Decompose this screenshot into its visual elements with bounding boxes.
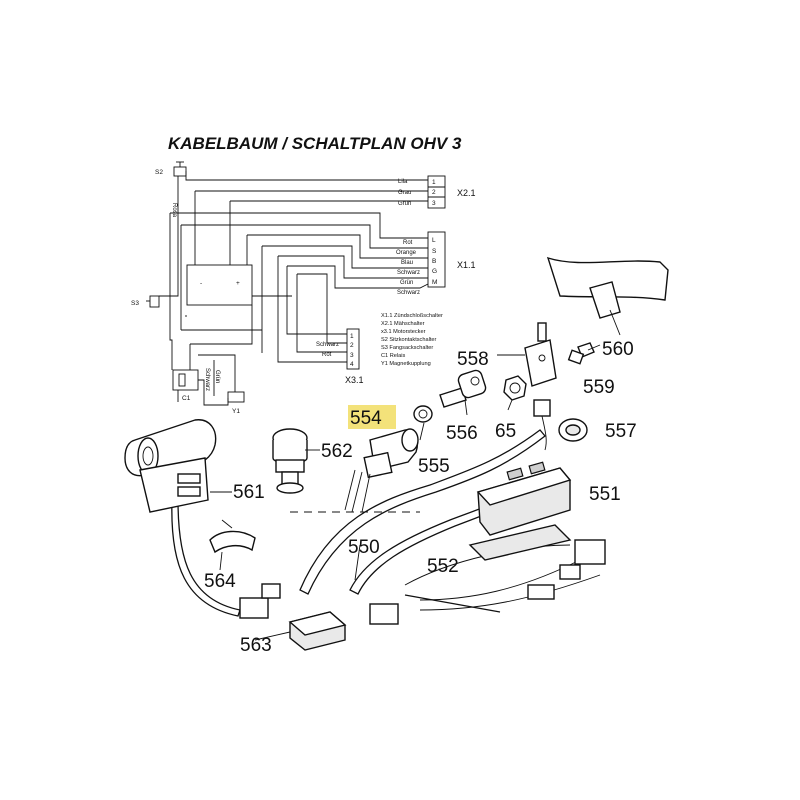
x31-pin-4: 4	[350, 361, 354, 368]
wire-label-gruen-2: Grün	[400, 280, 413, 286]
part-label-557: 557	[605, 421, 637, 442]
c1-label: C1	[182, 395, 191, 402]
diagram-title: KABELBAUM / SCHALTPLAN OHV 3	[168, 134, 462, 153]
x31-pin-2: 2	[350, 342, 354, 349]
x21-connector: 1 2 3 X2.1 Lila Grau Grün	[398, 175, 476, 209]
battery-plus: +	[236, 280, 240, 287]
battery: - +	[186, 264, 253, 306]
wire-label-lila: Lila	[398, 179, 408, 185]
x11-label: X1.1	[457, 260, 476, 270]
part-relay-connectors	[527, 539, 606, 600]
wire-label-x31-schwarz: Schwarz	[316, 342, 339, 348]
legend-item-4: S2 Sitzkontaktschalter	[381, 337, 436, 343]
part-label-550: 550	[348, 537, 380, 558]
part-label-562: 562	[321, 441, 353, 462]
s2-label: S2	[155, 169, 163, 176]
leader-lines	[210, 309, 621, 641]
part-555-nut	[413, 405, 433, 423]
part-label-564: 564	[204, 571, 236, 592]
x21-pin-2: 2	[432, 189, 436, 196]
wire-label-schwarz: Schwarz	[397, 270, 420, 276]
part-label-555: 555	[418, 456, 450, 477]
part-557-grommet	[558, 418, 588, 442]
wire-label-vert-schwarz: Schwarz	[204, 368, 210, 391]
part-561-plug	[124, 419, 217, 513]
y1-label: Y1	[232, 408, 240, 415]
legend-item-5: S3 Fangsackschalter	[381, 345, 433, 351]
x11-pin-m: M	[432, 279, 437, 286]
x21-pin-1: 1	[432, 179, 436, 186]
part-562-seat-switch	[272, 428, 308, 494]
x11-pin-g: G	[432, 268, 437, 275]
x11-pin-b: B	[432, 258, 436, 265]
x31-pin-1: 1	[350, 333, 354, 340]
x31-label: X3.1	[345, 375, 364, 385]
x21-pin-3: 3	[432, 200, 436, 207]
part-label-563: 563	[240, 635, 272, 656]
exploded-parts: 558 560 559 554 556 65 557 562 555 561 5…	[124, 256, 669, 656]
part-560-strap	[546, 256, 669, 319]
wire-label-gruen: Grün	[398, 201, 411, 207]
wire-label-x31-rot: Rot	[322, 352, 332, 358]
x11-pin-l: L	[432, 237, 436, 244]
wire-label-grau: Grau	[398, 190, 411, 196]
part-65-nut	[503, 375, 527, 401]
part-label-552: 552	[427, 556, 459, 577]
part-563-relay	[288, 611, 347, 651]
c1-relay: C1	[172, 369, 199, 402]
part-label-558: 558	[457, 349, 489, 370]
x11-connector: L S B G M X1.1 Rot Orange Blau Schwarz G…	[396, 231, 476, 296]
part-label-556: 556	[446, 423, 478, 444]
wire-label-orange: Orange	[396, 250, 417, 256]
wire-label-rot: Rot	[403, 240, 413, 246]
schematic-wires	[159, 171, 429, 406]
legend-item-2: X2.1 Mähschalter	[381, 321, 425, 327]
part-564-clip	[209, 519, 256, 554]
part-label-554: 554	[350, 408, 382, 429]
battery-minus: -	[200, 280, 202, 287]
part-label-65: 65	[495, 421, 516, 442]
part-552-plate	[468, 524, 572, 561]
schematic: S2 S3 1 2 3 X2.1 Lila Grau Grün L S B G	[131, 161, 476, 415]
legend-item-7: Y1 Magnetkupplung	[381, 361, 431, 367]
wire-label-vert-gruen: Grün	[214, 370, 220, 383]
legend-item-6: C1 Relais	[381, 353, 405, 359]
x21-label: X2.1	[457, 188, 476, 198]
part-label-559: 559	[583, 377, 615, 398]
part-label-561: 561	[233, 482, 265, 503]
y1-clutch: Y1	[227, 391, 245, 415]
part-554-highlight	[348, 405, 396, 429]
legend-item-1: X1.1 Zündschloßschalter	[381, 313, 443, 319]
part-551-module	[476, 461, 572, 536]
wire-label-blau: Blau	[401, 260, 413, 266]
part-plug-connector	[533, 399, 551, 451]
part-label-551: 551	[589, 484, 621, 505]
x31-connector: 1 2 3 4 X3.1 Schwarz Rot	[316, 328, 364, 385]
legend: X1.1 Zündschloßschalter X2.1 Mähschalter…	[381, 313, 443, 367]
s2-seat-switch: S2	[155, 161, 187, 177]
s3-label: S3	[131, 300, 139, 307]
part-554-ignition-switch	[344, 428, 419, 513]
x11-pin-s: S	[432, 248, 437, 255]
legend-item-3: x3.1 Motorstecker	[381, 329, 426, 335]
part-559-bolt	[567, 342, 595, 365]
part-label-560: 560	[602, 339, 634, 360]
part-558-bracket	[524, 322, 557, 387]
part-556-key	[439, 369, 487, 408]
wire-label-rosa: Rosa	[171, 203, 177, 218]
wire-label-schwarz-2: Schwarz	[397, 290, 420, 296]
part-harness-plug	[239, 583, 399, 625]
x31-pin-3: 3	[350, 352, 354, 359]
s3-bag-switch: S3	[131, 295, 160, 308]
